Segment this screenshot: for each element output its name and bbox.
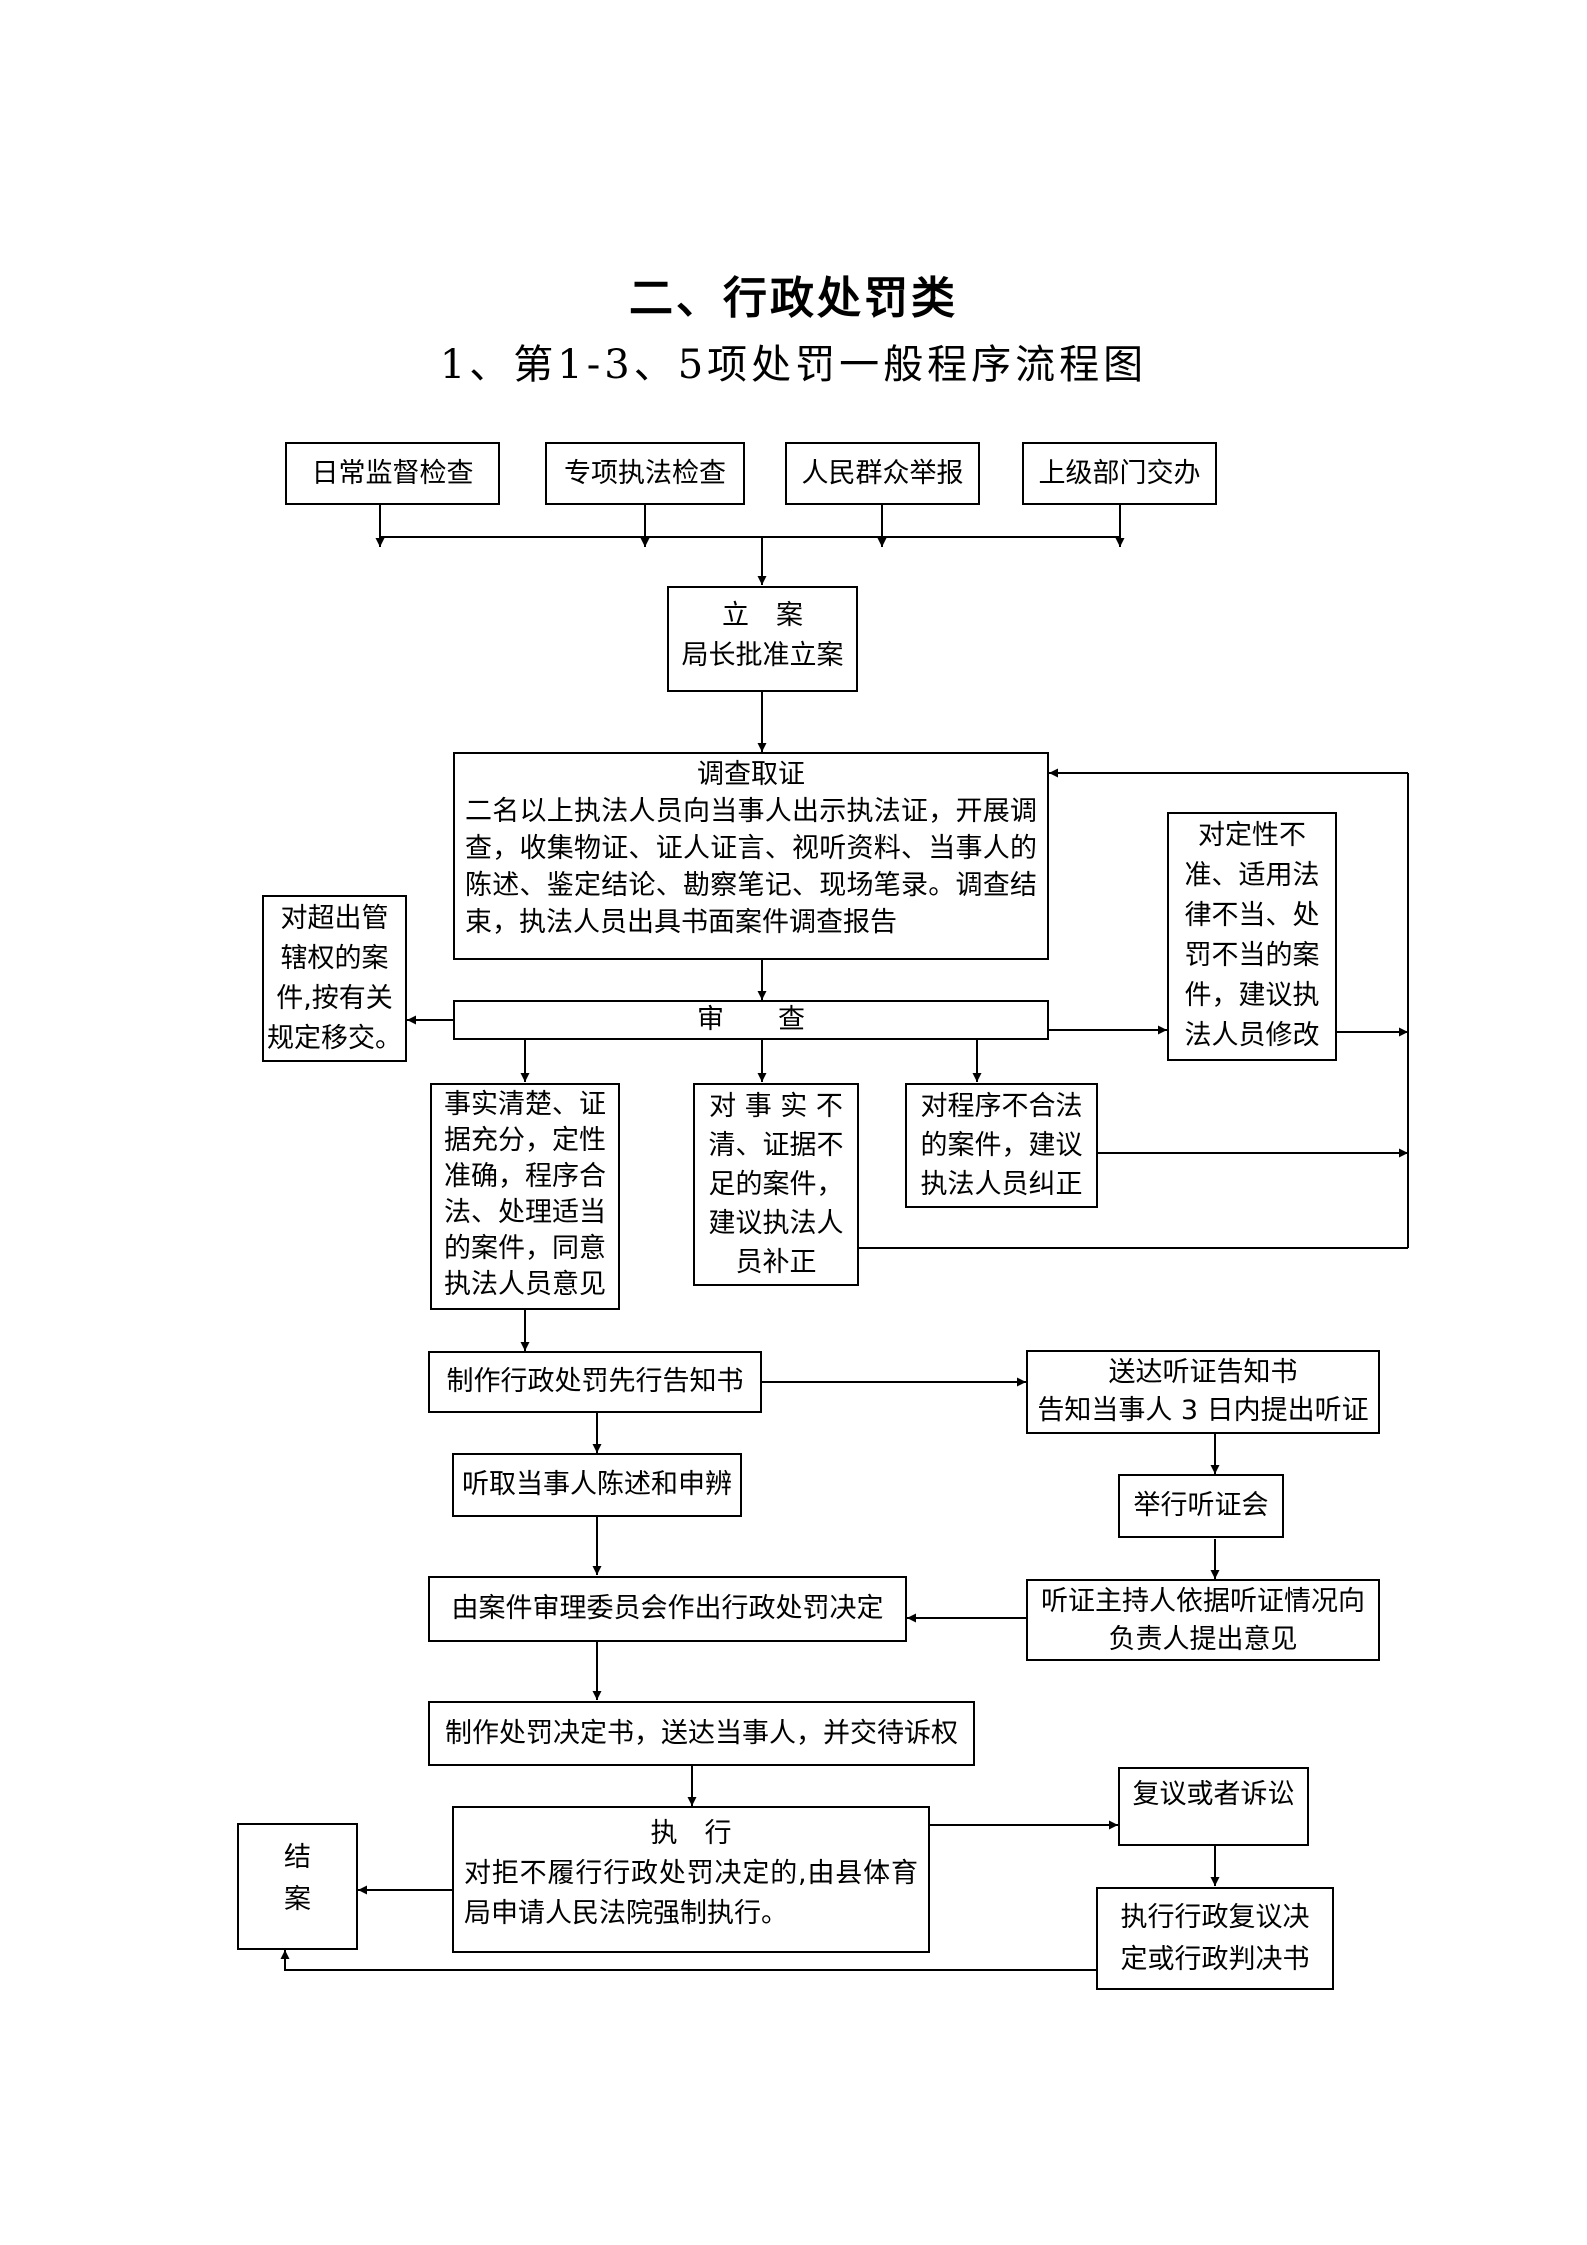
investigation-body: 二名以上执法人员向当事人出示执法证，开展调查，收集物证、证人证言、视听资料、当事…	[465, 796, 1037, 938]
filing-title: 立 案	[722, 600, 803, 631]
decision-document-box: 制作处罚决定书，送达当事人，并交待诉权	[428, 1701, 975, 1766]
investigation-title: 调查取证	[697, 759, 805, 790]
transfer-box: 对超出管 辖权的案 件,按有关 规定移交。	[262, 895, 407, 1062]
close-case-box: 结 案	[237, 1823, 358, 1950]
arrow-result-to-close	[280, 1950, 1096, 1971]
execution-body: 对拒不履行行政处罚决定的,由县体育局申请人民法院强制执行。	[464, 1858, 918, 1929]
source-special-enforcement: 专项执法检查	[545, 442, 745, 505]
filing-box: 立 案 局长批准立案	[667, 586, 858, 692]
execution-title: 执 行	[650, 1818, 732, 1849]
hearing-opinion-box: 听证主持人依据听证情况向 负责人提出意见	[1026, 1579, 1380, 1661]
facts-unclear-box: 对 事 实 不 清、证据不 足的案件， 建议执法人 员补正	[693, 1083, 859, 1286]
filing-body: 局长批准立案	[681, 640, 844, 671]
notice-box: 制作行政处罚先行告知书	[428, 1351, 762, 1413]
improper-box: 对定性不 准、适用法 律不当、处 罚不当的案 件，建议执 法人员修改	[1167, 812, 1337, 1061]
source-routine-inspection: 日常监督检查	[285, 442, 500, 505]
statement-box: 听取当事人陈述和申辨	[452, 1453, 742, 1517]
hearing-notice-box: 送达听证告知书 告知当事人 3 日内提出听证	[1026, 1350, 1380, 1434]
page-title: 二、行政处罚类	[629, 273, 958, 324]
investigation-box: 调查取证 二名以上执法人员向当事人出示执法证，开展调查，收集物证、证人证言、视听…	[453, 752, 1049, 960]
procedure-illegal-box: 对程序不合法 的案件，建议 执法人员纠正	[905, 1083, 1098, 1208]
appeal-box: 复议或者诉讼	[1118, 1767, 1309, 1846]
decision-box: 由案件审理委员会作出行政处罚决定	[428, 1576, 907, 1642]
facts-clear-box: 事实清楚、证 据充分，定性 准确，程序合 法、处理适当 的案件，同意 执法人员意…	[430, 1083, 620, 1310]
execution-box: 执 行 对拒不履行行政处罚决定的,由县体育局申请人民法院强制执行。	[452, 1806, 930, 1953]
hold-hearing-box: 举行听证会	[1118, 1474, 1284, 1538]
page-subtitle: 1、第1-3、5项处罚一般程序流程图	[439, 342, 1148, 388]
source-public-report: 人民群众举报	[785, 442, 980, 505]
appeal-result-box: 执行行政复议决 定或行政判决书	[1096, 1887, 1334, 1990]
review-box: 审 查	[453, 1000, 1049, 1040]
source-superior-referral: 上级部门交办	[1022, 442, 1217, 505]
